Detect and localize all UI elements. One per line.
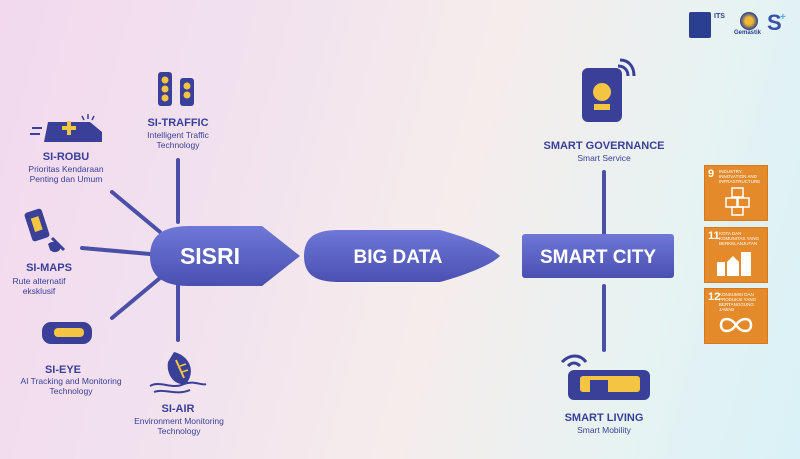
big-data-node <box>304 230 500 282</box>
sdg-card-9: 9 INDUSTRY, INNOVATION AND INFRASTRUCTUR… <box>704 165 768 221</box>
si-robu-title: SI-ROBU <box>42 151 90 163</box>
sdg-12-number: 12 <box>708 291 721 303</box>
smart-living-title: SMART LIVING <box>564 412 644 424</box>
line-maps <box>80 246 152 256</box>
svg-text:S: S <box>767 10 782 34</box>
s-plus-icon: S + <box>767 10 786 34</box>
camera-icon <box>42 322 92 344</box>
sisri-label: SISRI <box>180 243 240 269</box>
gemastik-label: Gemastik <box>734 30 762 36</box>
sdg-9-text: INDUSTRY, INNOVATION AND INFRASTRUCTURE <box>719 169 761 184</box>
sdg-11-number: 11 <box>708 230 720 242</box>
si-traffic-title: SI-TRAFFIC <box>147 117 209 129</box>
svg-text:+: + <box>780 12 786 23</box>
si-eye-title: SI-EYE <box>44 364 82 376</box>
ambulance-icon <box>30 114 102 142</box>
sisri-node <box>150 226 300 286</box>
sdg-11-text: KOTA DAN KOMUNITAS YANG BERKELANJUTAN <box>719 231 760 246</box>
si-air-subtitle: Environment Monitoring Technology <box>134 416 224 436</box>
traffic-light-icon <box>158 72 194 106</box>
si-maps-title: SI-MAPS <box>26 262 72 274</box>
sdg-card-12: 12 KONSUMSI DAN PRODUKSI YANG BERTANGGUN… <box>704 288 768 344</box>
smart-living-subtitle: Smart Mobility <box>577 425 631 435</box>
smart-document-icon <box>582 58 636 122</box>
sdg-9-number: 9 <box>708 168 715 180</box>
gemastik-logo <box>740 12 758 30</box>
line-robu <box>110 190 162 234</box>
si-eye-subtitle: AI Tracking and Monitoring Technology <box>20 376 122 396</box>
sdg-card-11: 11 KOTA DAN KOMUNITAS YANG BERKELANJUTAN <box>704 227 768 283</box>
smart-city-node <box>522 234 674 278</box>
smart-city-label: SMART CITY <box>540 247 656 268</box>
map-phone-icon <box>24 208 66 253</box>
leaf-icon <box>149 352 207 394</box>
cubes-icon <box>725 187 750 216</box>
si-traffic-subtitle: Intelligent Traffic Technology <box>147 130 209 150</box>
infinity-icon <box>719 317 753 333</box>
si-maps-subtitle: Rute alternatif eksklusif <box>12 276 66 296</box>
si-robu-subtitle: Prioritas Kendaraan Penting dan Umum <box>28 164 104 184</box>
line-eye <box>110 276 162 320</box>
big-data-label: BIG DATA <box>353 247 442 268</box>
city-icon <box>717 252 751 276</box>
si-air-title: SI-AIR <box>161 403 195 415</box>
smart-governance-title: SMART GOVERNANCE <box>543 140 665 152</box>
its-logo <box>689 12 711 38</box>
smart-governance-subtitle: Smart Service <box>577 153 631 163</box>
smart-vehicle-icon <box>560 354 650 400</box>
sdg-12-text: KONSUMSI DAN PRODUKSI YANG BERTANGGUNG J… <box>719 292 757 312</box>
its-label: ITS <box>714 13 725 20</box>
